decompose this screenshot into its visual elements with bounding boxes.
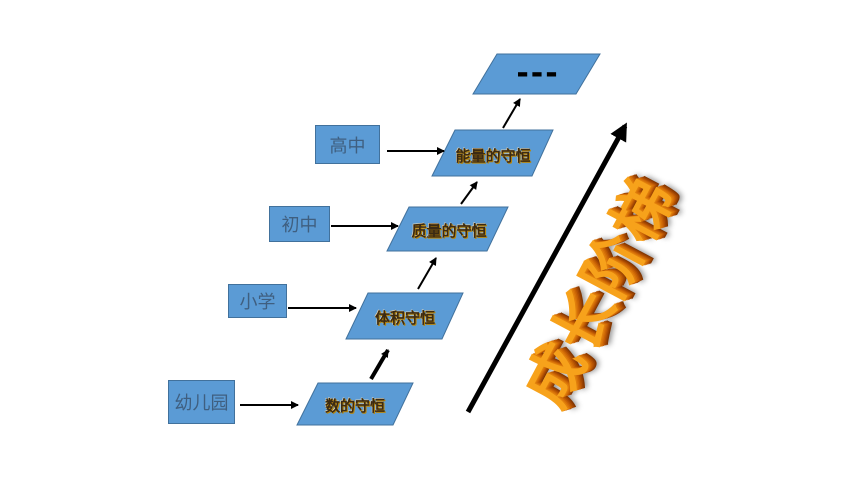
level-label-4: 高中 [329, 135, 366, 157]
concept-shape-3 [386, 206, 509, 252]
arrow-up-2 [417, 257, 437, 290]
growth-arrow [465, 122, 628, 414]
level-box-2: 小学 [228, 284, 287, 318]
level-label-2: 小学 [239, 292, 276, 313]
concept-shape-1 [296, 382, 414, 426]
arrow-up-4 [502, 98, 521, 129]
arrow-up-3 [460, 181, 478, 205]
continuation-shape [472, 53, 601, 95]
level-box-3: 初中 [269, 206, 330, 242]
concept-shape-2 [345, 292, 464, 340]
arrow-up-1 [369, 348, 390, 381]
level-label-1: 幼儿园 [174, 393, 229, 414]
concept-shape-4 [431, 129, 554, 177]
level-box-1: 幼儿园 [168, 380, 235, 424]
level-label-3: 初中 [281, 215, 318, 236]
level-box-4: 高中 [315, 125, 380, 164]
